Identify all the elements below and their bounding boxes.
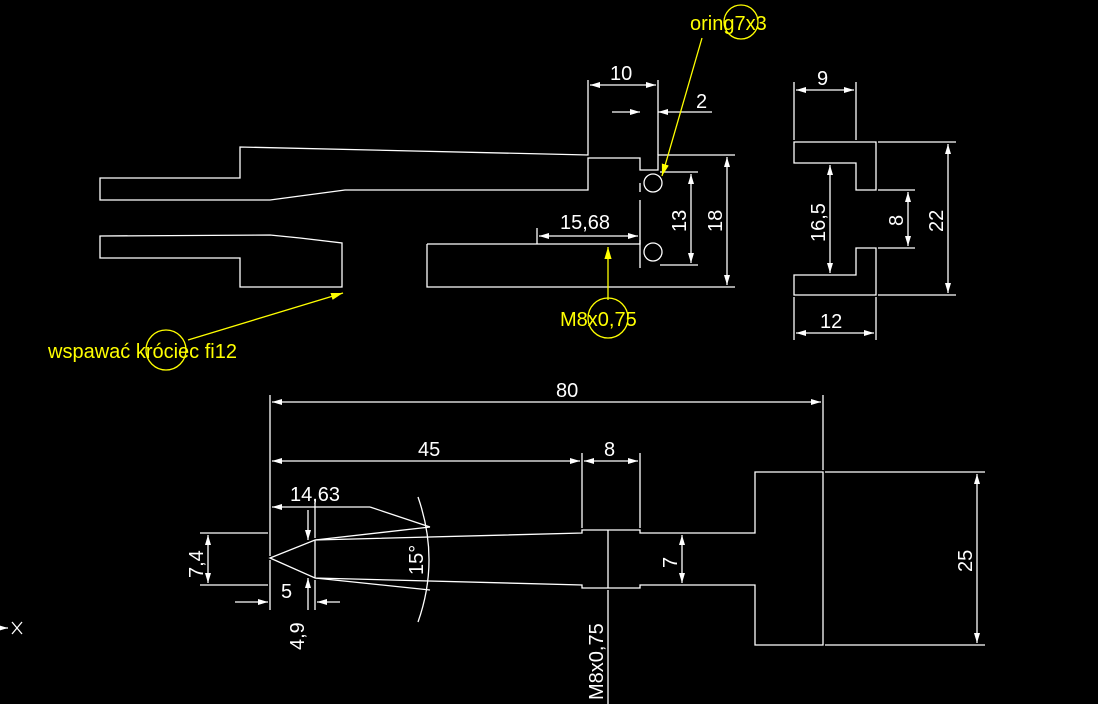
dim-80: 80 xyxy=(556,380,578,402)
ucs-cross-icon xyxy=(0,621,23,635)
oring-leader xyxy=(661,37,703,177)
weld-label-circle xyxy=(145,329,187,371)
dim-15-68: 15,68 xyxy=(560,212,610,234)
thread-label: M8x0,75 xyxy=(560,309,637,331)
weld-label: wspawać króciec fi12 xyxy=(47,341,237,363)
dim-25: 25 xyxy=(955,550,977,572)
dim-22: 22 xyxy=(926,210,948,232)
dim-5: 5 xyxy=(281,581,292,603)
dim-16-5: 16,5 xyxy=(808,203,830,242)
pin-view: 15° 80 45 8 14,63 7,4 5 4,9 xyxy=(186,380,985,704)
dim-45: 45 xyxy=(418,439,440,461)
oring-circle-upper xyxy=(643,173,663,193)
lower-arm-left-outline xyxy=(99,234,343,288)
pin-outline xyxy=(268,471,824,646)
dim-18: 18 xyxy=(705,210,727,232)
pin-thread-label: M8x0,75 xyxy=(586,623,608,700)
oring-label-circle xyxy=(723,4,759,40)
oring-circle-lower xyxy=(643,242,663,262)
side-profile-outline xyxy=(793,141,877,296)
dim-12: 12 xyxy=(820,311,842,333)
side-view: 9 16,5 8 22 12 xyxy=(793,68,956,340)
dim-14-63: 14,63 xyxy=(290,484,340,506)
dim-8: 8 xyxy=(886,215,908,226)
dim-7: 7 xyxy=(660,557,682,568)
annotations: oring7x3 M8x0,75 wspawać króciec fi12 xyxy=(47,4,767,371)
dim-10: 10 xyxy=(610,63,632,85)
dim-8-thread: 8 xyxy=(604,439,615,461)
weld-leader xyxy=(187,292,344,341)
oring-label: oring7x3 xyxy=(690,13,767,35)
lower-arm-right-outline xyxy=(426,240,735,288)
angle-arc xyxy=(417,496,430,623)
dim-13: 13 xyxy=(669,210,691,232)
upper-arm-outline xyxy=(99,80,735,201)
top-view: 10 2 13 18 15,68 xyxy=(99,63,735,288)
dim-9: 9 xyxy=(817,68,828,90)
dim-7-4: 7,4 xyxy=(186,550,208,578)
dim-2: 2 xyxy=(696,91,707,113)
dim-4-9: 4,9 xyxy=(287,622,309,650)
dim-15deg: 15° xyxy=(406,545,428,575)
